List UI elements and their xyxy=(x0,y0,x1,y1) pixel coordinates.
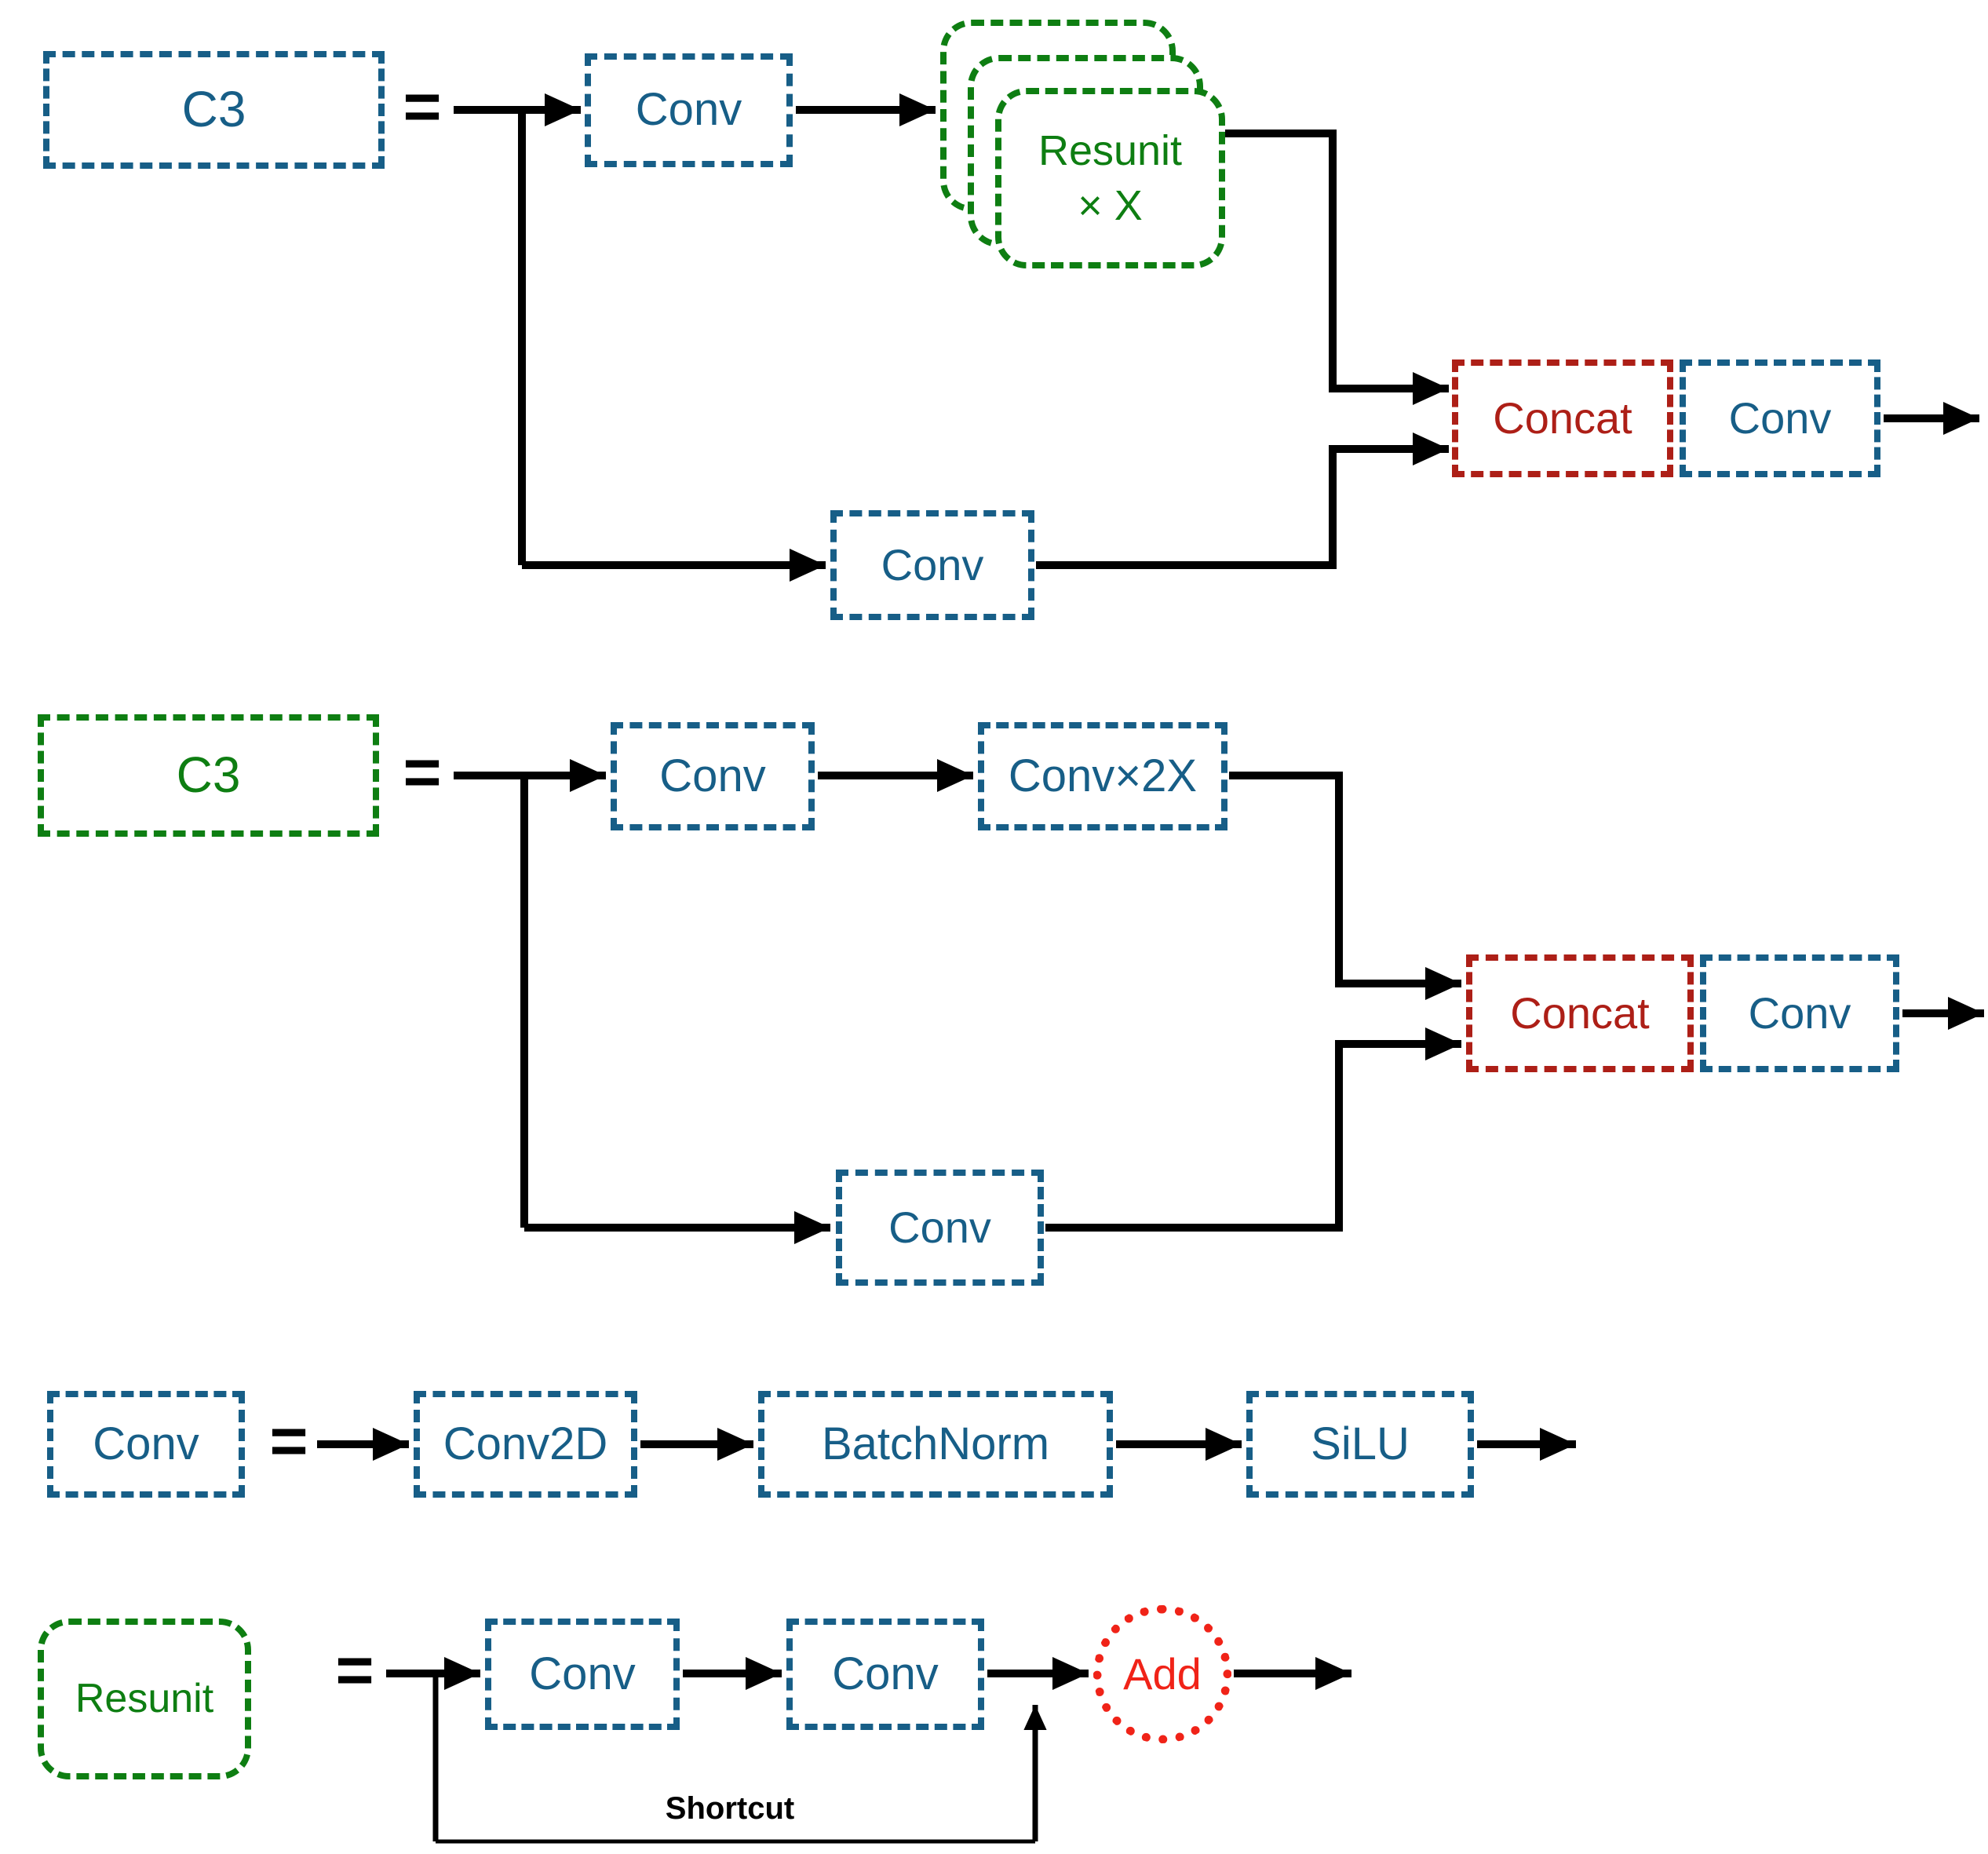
node-convdef-conv: Conv xyxy=(47,1391,245,1498)
node-b1-conv-bottom: Conv xyxy=(830,510,1034,620)
node-b1-conv-bottom-label: Conv xyxy=(881,539,984,589)
arrow-b2-bottom-conv-to-concat xyxy=(1045,1027,1462,1232)
node-convdef-conv2d: Conv2D xyxy=(414,1391,637,1498)
node-convdef-conv2d-label: Conv2D xyxy=(443,1418,608,1469)
node-resdef-conv2-label: Conv xyxy=(832,1648,939,1699)
node-convdef-batchnorm-label: BatchNorm xyxy=(821,1418,1050,1469)
node-b2-conv-top-label: Conv xyxy=(659,750,766,801)
node-b1-resunit-stack-front: Resunit × X xyxy=(995,88,1225,268)
node-b1-conv-out: Conv xyxy=(1680,359,1880,477)
node-resdef-resunit: Resunit xyxy=(38,1619,251,1779)
equals-sign-convdef: = xyxy=(269,1403,308,1478)
node-resdef-add-label: Add xyxy=(1123,1648,1202,1699)
arrow-b2-convstack-to-concat xyxy=(1229,772,1462,1001)
node-b2-conv-out-label: Conv xyxy=(1748,987,1851,1038)
node-b2-conv-stack: Conv×2X xyxy=(978,722,1227,830)
shortcut-label: Shortcut xyxy=(665,1791,795,1826)
arrow-b1-bottom-conv-to-concat xyxy=(1036,432,1450,569)
node-resdef-conv2: Conv xyxy=(786,1619,984,1730)
node-b1-resunit-label-line1: Resunit xyxy=(1038,126,1183,174)
node-convdef-conv-label: Conv xyxy=(93,1418,199,1469)
node-b1-concat: Concat xyxy=(1452,359,1673,477)
node-resdef-conv1-label: Conv xyxy=(529,1648,636,1699)
node-b2-concat: Concat xyxy=(1466,954,1694,1072)
node-b2-c3: C3 xyxy=(38,714,379,837)
node-b1-c3-label: C3 xyxy=(181,81,246,138)
node-b2-conv-bottom: Conv xyxy=(836,1170,1044,1286)
equals-sign-b2: = xyxy=(403,735,442,809)
node-convdef-silu: SiLU xyxy=(1246,1391,1474,1498)
node-convdef-silu-label: SiLU xyxy=(1311,1418,1410,1469)
node-convdef-batchnorm: BatchNorm xyxy=(758,1391,1113,1498)
node-b2-concat-label: Concat xyxy=(1510,987,1650,1038)
node-b1-concat-label: Concat xyxy=(1493,392,1632,443)
node-b2-conv-bottom-label: Conv xyxy=(888,1202,991,1252)
node-b1-conv-top-label: Conv xyxy=(635,84,742,136)
arrow-b1-resunit-to-concat xyxy=(1225,130,1450,406)
node-b2-conv-top: Conv xyxy=(611,722,815,830)
node-b1-resunit-label-line2: × X xyxy=(1078,182,1143,229)
equals-sign-resdef: = xyxy=(335,1633,374,1707)
equals-sign-b1: = xyxy=(403,69,442,144)
node-b2-conv-stack-label: Conv×2X xyxy=(1008,750,1198,801)
node-b1-c3: C3 xyxy=(43,51,385,169)
node-b2-conv-out: Conv xyxy=(1700,954,1899,1072)
node-resdef-conv1: Conv xyxy=(485,1619,680,1730)
node-resdef-add: Add xyxy=(1093,1605,1231,1743)
node-b1-conv-out-label: Conv xyxy=(1728,392,1832,443)
node-resdef-resunit-label: Resunit xyxy=(75,1675,214,1721)
node-b2-c3-label: C3 xyxy=(176,746,241,804)
node-b1-conv-top: Conv xyxy=(585,53,793,167)
